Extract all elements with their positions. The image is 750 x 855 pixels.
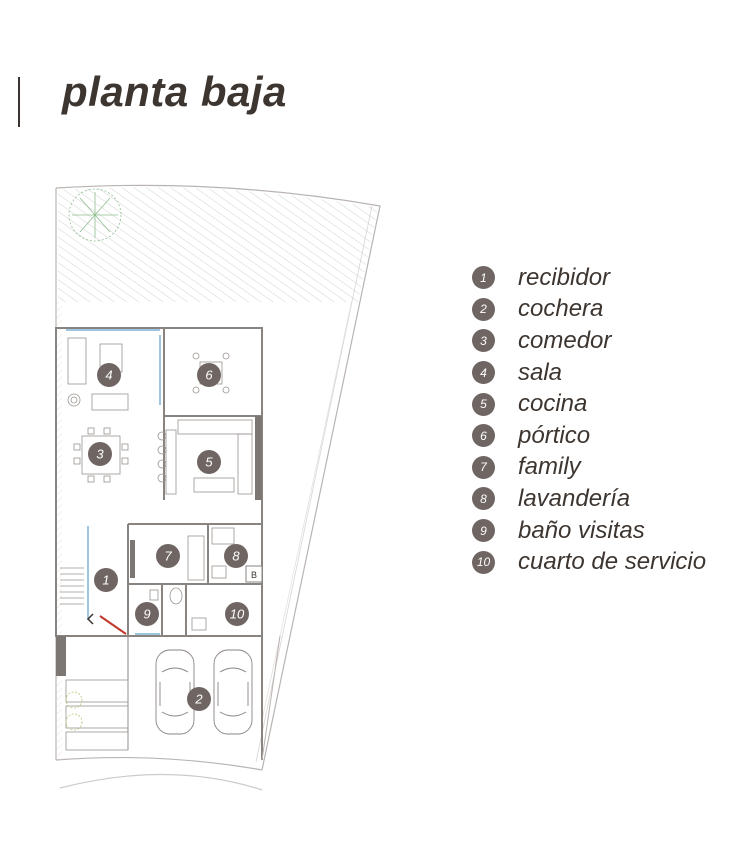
cocina-furniture — [157, 419, 253, 495]
plan-badge-2: 2 — [187, 687, 211, 711]
legend-label: cochera — [518, 295, 604, 323]
plan-badge-circle — [94, 568, 118, 592]
legend-number-badge: 6 — [472, 424, 495, 448]
legend-label: sala — [518, 358, 563, 386]
plan-badge-6: 6 — [197, 363, 221, 387]
plan-badge-number: 5 — [205, 455, 213, 470]
plan-badge-5: 5 — [197, 450, 221, 474]
plan-badge-circle — [224, 544, 248, 568]
entry-door — [86, 613, 127, 635]
windows — [66, 329, 161, 635]
plan-badge-number: 6 — [205, 368, 213, 383]
legend-item: 6 pórtico — [472, 420, 706, 452]
plan-room-badges: 1 2 3 4 5 6 7 8 9 10 — [88, 363, 249, 711]
plan-badge-number: 8 — [232, 549, 240, 564]
plan-badge-circle — [135, 602, 159, 626]
plan-badge-8: 8 — [224, 544, 248, 568]
sala-furniture — [67, 337, 129, 411]
legend-number-badge: 7 — [472, 455, 495, 479]
legend-item: 4 sala — [472, 357, 706, 389]
legend-label: pórtico — [518, 421, 591, 449]
family-furniture — [187, 527, 235, 581]
plan-badge-circle — [197, 450, 221, 474]
rear-garden — [58, 187, 378, 302]
plan-badge-3: 3 — [88, 442, 112, 466]
plan-badge-9: 9 — [135, 602, 159, 626]
legend-item: 3 comedor — [472, 325, 706, 357]
legend-label: cocina — [518, 390, 588, 418]
plan-badge-number: 1 — [102, 573, 109, 588]
title-accent-bar — [18, 77, 20, 127]
legend-number-badge: 2 — [472, 297, 495, 321]
laundry-mark: B — [251, 570, 257, 580]
plan-badge-4: 4 — [97, 363, 121, 387]
plan-badge-number: 7 — [164, 549, 172, 564]
stairs — [60, 567, 84, 605]
plan-badge-circle — [187, 687, 211, 711]
legend-item: 2 cochera — [472, 294, 706, 326]
legend-number-badge: 1 — [472, 266, 495, 290]
plan-badge-7: 7 — [156, 544, 180, 568]
plan-badge-10: 10 — [225, 602, 249, 626]
legend-item: 1 recibidor — [472, 262, 706, 294]
legend-number-badge: 5 — [472, 392, 495, 416]
legend-item: 8 lavandería — [472, 483, 706, 515]
legend-label: family — [518, 453, 581, 481]
car-right — [213, 649, 253, 735]
legend-number-badge: 3 — [472, 329, 495, 353]
plan-badge-circle — [197, 363, 221, 387]
legend-item: 9 baño visitas — [472, 515, 706, 547]
plan-badge-circle — [156, 544, 180, 568]
plan-badge-circle — [97, 363, 121, 387]
plan-badge-number: 9 — [143, 607, 150, 622]
front-shrubs — [65, 691, 83, 731]
plan-badge-circle — [225, 602, 249, 626]
legend-number-badge: 10 — [472, 550, 495, 574]
legend-label: comedor — [518, 326, 612, 354]
legend-item: 5 cocina — [472, 388, 706, 420]
legend-label: lavandería — [518, 484, 631, 512]
legend-number-badge: 9 — [472, 519, 495, 543]
legend-label: baño visitas — [518, 516, 645, 544]
legend-number-badge: 4 — [472, 361, 495, 385]
front-planters — [65, 679, 129, 751]
garden-tree — [68, 188, 122, 242]
plan-badge-number: 10 — [230, 607, 245, 622]
plan-badge-number: 3 — [96, 447, 104, 462]
page-title: planta baja — [62, 68, 287, 115]
plan-badge-circle — [88, 442, 112, 466]
legend-label: cuarto de servicio — [518, 548, 707, 576]
thick-walls — [56, 416, 262, 676]
house-walls — [55, 327, 263, 637]
bano-fixtures — [149, 587, 207, 631]
comedor-furniture — [73, 427, 129, 483]
laundry-box — [245, 565, 263, 583]
plan-badge-number: 2 — [194, 692, 203, 707]
legend-item: 10 cuarto de servicio — [472, 546, 706, 578]
car-left — [155, 649, 195, 735]
legend-number-badge: 8 — [472, 487, 495, 511]
legend-item: 7 family — [472, 452, 706, 484]
plan-badge-number: 4 — [105, 368, 112, 383]
legend-label: recibidor — [518, 263, 611, 291]
plan-badge-1: 1 — [94, 568, 118, 592]
